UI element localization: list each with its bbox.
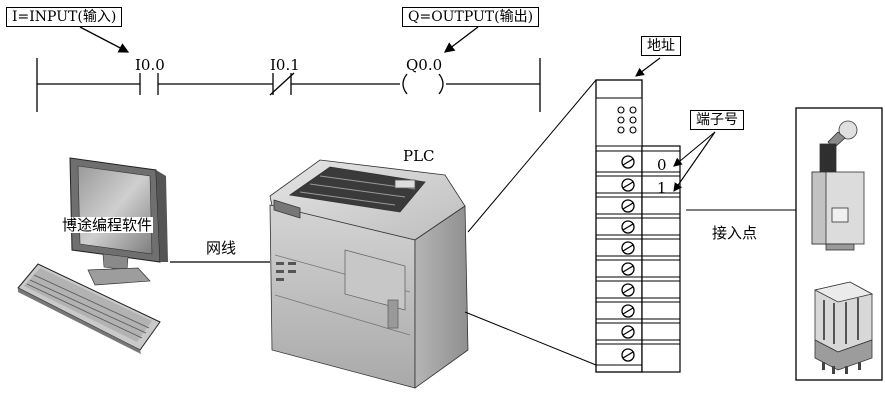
relay-image xyxy=(813,281,874,374)
computer-illustration xyxy=(17,157,168,354)
zoom-line-top xyxy=(467,79,597,233)
output-callout-box: Q=OUTPUT(输出) xyxy=(402,7,540,27)
input-callout-arrow xyxy=(79,26,130,53)
contacts-label: 接入点 xyxy=(712,224,758,242)
nc-contact-symbol xyxy=(269,72,295,96)
plc-label: PLC xyxy=(403,147,435,165)
software-label: 博途编程软件 xyxy=(61,216,154,234)
input-callout-box: I=INPUT(输入) xyxy=(6,7,123,27)
ladder-rung xyxy=(36,26,541,112)
coil-symbol xyxy=(402,73,444,95)
plc-device xyxy=(269,159,469,389)
contact-label-i00: I0.0 xyxy=(135,56,165,74)
no-contact-symbol xyxy=(139,73,159,95)
address-callout-box: 地址 xyxy=(641,36,681,56)
cable-label: 网线 xyxy=(206,239,237,257)
terminal-no-callout-box: 端子号 xyxy=(690,110,744,130)
coil-label-q00: Q0.0 xyxy=(406,56,443,74)
terminal-number-0: 0 xyxy=(657,156,667,174)
field-devices xyxy=(795,107,883,381)
address-callout-arrow xyxy=(635,57,661,77)
limit-switch-image xyxy=(811,120,865,251)
terminal-block xyxy=(595,57,796,373)
contact-label-i01: I0.1 xyxy=(270,56,300,74)
terminal-no-arrow-0 xyxy=(673,131,716,167)
terminal-number-1: 1 xyxy=(657,179,667,197)
terminal-screws xyxy=(621,155,635,362)
terminal-no-arrow-1 xyxy=(673,131,716,192)
output-callout-arrow xyxy=(443,26,479,53)
zoom-line-bottom xyxy=(464,311,597,366)
